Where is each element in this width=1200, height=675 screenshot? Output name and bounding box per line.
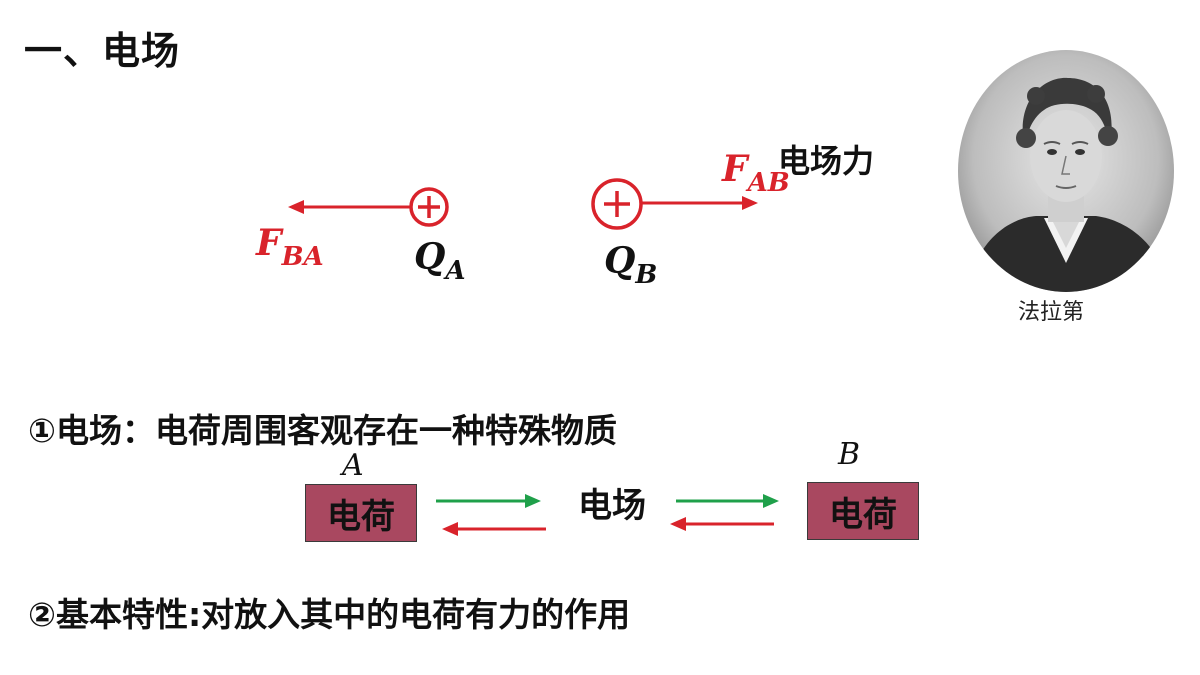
faraday-portrait — [958, 50, 1174, 292]
label-a: A — [342, 448, 364, 483]
charge-qa-label: QA — [414, 236, 466, 286]
charge-box-a: 电荷 — [305, 484, 417, 542]
point-two-text: ②基本特性:对放入其中的电荷有力的作用 — [28, 595, 631, 634]
electric-force-label: 电场力 — [778, 142, 875, 180]
green-arrow-left — [436, 494, 541, 508]
force-fab-label: FAB — [722, 148, 790, 198]
charge-box-b: 电荷 — [807, 482, 919, 540]
green-arrow-right — [676, 494, 779, 508]
charge-qb-label: QB — [604, 240, 658, 290]
force-fba-label: FBA — [256, 222, 324, 272]
field-label: 电场 — [578, 486, 646, 526]
label-b: B — [838, 437, 861, 472]
arrow-fba — [288, 200, 410, 214]
red-arrow-right — [670, 517, 774, 531]
red-arrow-left — [442, 522, 546, 536]
point-one-text: ①电场：电荷周围客观存在一种特殊物质 — [28, 411, 617, 450]
charge-qa — [409, 187, 449, 227]
portrait-caption: 法拉第 — [1018, 300, 1085, 325]
charge-qb — [591, 178, 643, 230]
interaction-arrows — [436, 494, 779, 536]
arrow-fab — [641, 196, 758, 210]
page-title: 一、电场 — [24, 29, 181, 73]
force-diagram — [288, 178, 758, 230]
